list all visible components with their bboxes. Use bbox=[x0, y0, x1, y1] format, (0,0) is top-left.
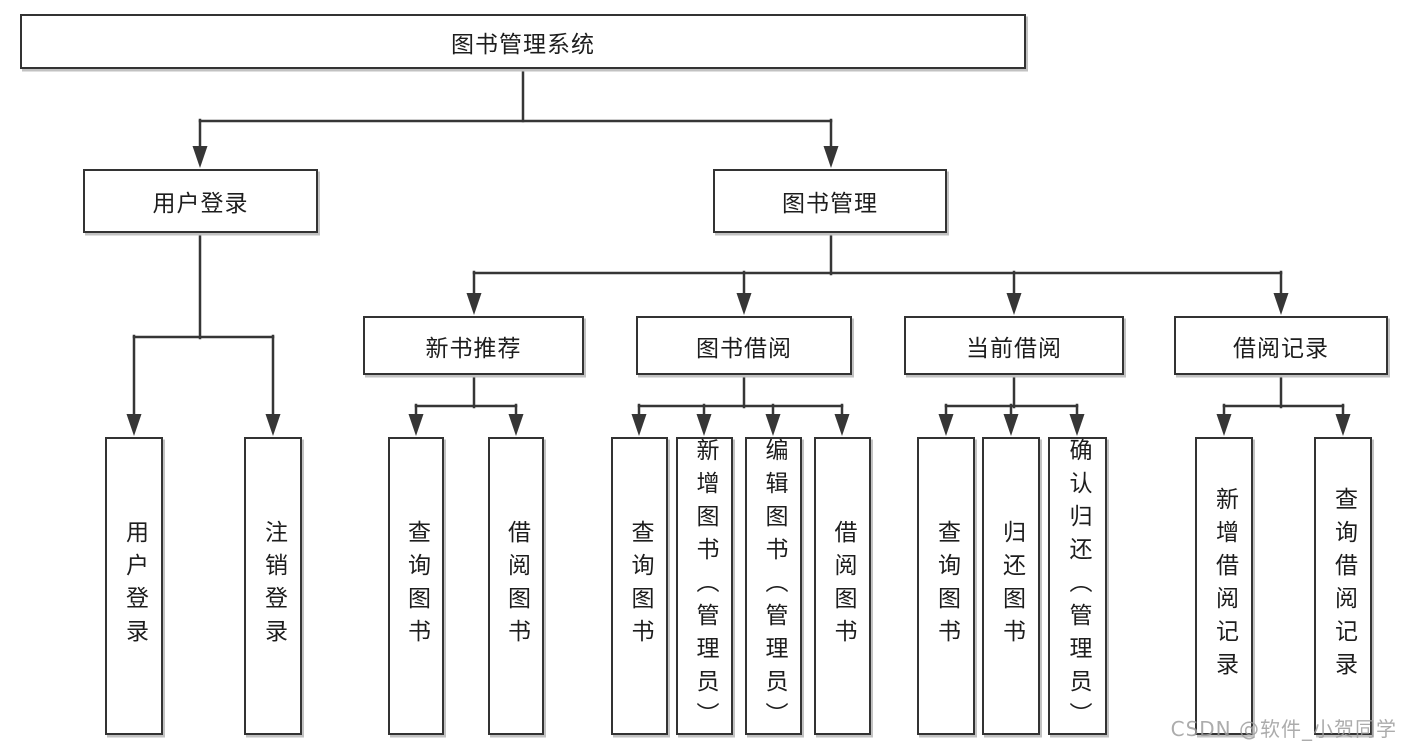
leaf-bb-query-books: 查询图书 bbox=[611, 437, 668, 735]
leaf-nbr-borrow-books-label: 借阅图书 bbox=[503, 520, 530, 652]
leaf-bb-add-books-admin-label: 新增图书（管理员） bbox=[692, 437, 718, 735]
leaf-user-login-label: 用户登录 bbox=[121, 520, 148, 652]
node-current-borrow-label: 当前借阅 bbox=[966, 335, 1062, 362]
arrowhead-down-icon bbox=[1069, 414, 1085, 436]
node-new-book-recommend-label: 新书推荐 bbox=[425, 335, 522, 362]
leaf-br-add-record-label: 新增借阅记录 bbox=[1211, 487, 1238, 685]
node-book-borrow: 图书借阅 bbox=[636, 316, 852, 375]
node-borrow-records: 借阅记录 bbox=[1174, 316, 1388, 375]
leaf-nbr-borrow-books: 借阅图书 bbox=[488, 437, 544, 735]
leaf-br-add-record: 新增借阅记录 bbox=[1195, 437, 1253, 735]
node-borrow-records-label: 借阅记录 bbox=[1233, 335, 1329, 362]
leaf-nbr-query-books: 查询图书 bbox=[388, 437, 444, 735]
node-book-borrow-label: 图书借阅 bbox=[696, 335, 792, 362]
leaf-bb-edit-books-admin-label: 编辑图书（管理员） bbox=[761, 437, 787, 735]
leaf-cb-return-books: 归还图书 bbox=[982, 437, 1040, 735]
arrowhead-down-icon bbox=[1003, 414, 1019, 436]
arrowhead-down-icon bbox=[126, 414, 142, 436]
arrowhead-down-icon bbox=[192, 146, 208, 168]
arrowhead-down-icon bbox=[736, 293, 752, 315]
leaf-cb-query-books: 查询图书 bbox=[917, 437, 975, 735]
arrowhead-down-icon bbox=[834, 414, 850, 436]
arrowhead-down-icon bbox=[938, 414, 954, 436]
leaf-user-login: 用户登录 bbox=[105, 437, 163, 735]
arrowhead-down-icon bbox=[696, 414, 712, 436]
node-user-login: 用户登录 bbox=[83, 169, 318, 233]
arrowhead-down-icon bbox=[508, 414, 524, 436]
leaf-br-query-record: 查询借阅记录 bbox=[1314, 437, 1372, 735]
node-root-label: 图书管理系统 bbox=[451, 31, 595, 58]
leaf-cb-confirm-return-admin: 确认归还（管理员） bbox=[1048, 437, 1107, 735]
arrowhead-down-icon bbox=[823, 146, 839, 168]
leaf-bb-edit-books-admin: 编辑图书（管理员） bbox=[745, 437, 802, 735]
node-new-book-recommend: 新书推荐 bbox=[363, 316, 584, 375]
arrowhead-down-icon bbox=[1335, 414, 1351, 436]
arrowhead-down-icon bbox=[765, 414, 781, 436]
arrowhead-down-icon bbox=[1006, 293, 1022, 315]
leaf-logout-login: 注销登录 bbox=[244, 437, 302, 735]
node-current-borrow: 当前借阅 bbox=[904, 316, 1124, 375]
leaf-bb-borrow-books: 借阅图书 bbox=[814, 437, 871, 735]
node-book-management-label: 图书管理 bbox=[782, 191, 878, 217]
arrowhead-down-icon bbox=[1216, 414, 1232, 436]
leaf-bb-query-books-label: 查询图书 bbox=[627, 520, 653, 652]
node-book-management: 图书管理 bbox=[713, 169, 947, 233]
leaf-logout-login-label: 注销登录 bbox=[260, 520, 287, 652]
leaf-nbr-query-books-label: 查询图书 bbox=[403, 520, 430, 652]
arrowhead-down-icon bbox=[631, 414, 647, 436]
arrowhead-down-icon bbox=[408, 414, 424, 436]
node-root: 图书管理系统 bbox=[20, 14, 1026, 69]
leaf-br-query-record-label: 查询借阅记录 bbox=[1330, 487, 1357, 685]
arrowhead-down-icon bbox=[466, 293, 482, 315]
leaf-bb-borrow-books-label: 借阅图书 bbox=[830, 520, 856, 652]
leaf-cb-query-books-label: 查询图书 bbox=[933, 520, 960, 652]
node-user-login-label: 用户登录 bbox=[152, 191, 249, 217]
leaf-cb-return-books-label: 归还图书 bbox=[998, 520, 1025, 652]
leaf-cb-confirm-return-admin-label: 确认归还（管理员） bbox=[1065, 437, 1091, 735]
leaf-bb-add-books-admin: 新增图书（管理员） bbox=[676, 437, 733, 735]
arrowhead-down-icon bbox=[265, 414, 281, 436]
arrowhead-down-icon bbox=[1273, 293, 1289, 315]
